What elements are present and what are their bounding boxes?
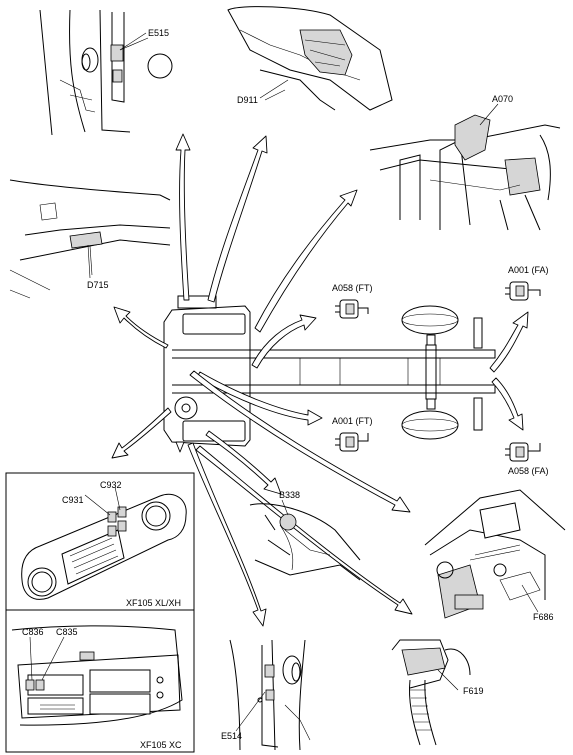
label-xf105-xlxh: XF105 XL/XH xyxy=(126,598,181,608)
label-d715: D715 xyxy=(87,280,109,290)
label-a001-ft: A001 (FT) xyxy=(332,416,373,426)
detail-xf105-xlxh-panel xyxy=(5,472,195,611)
sensor-a001-fa xyxy=(505,281,541,301)
detail-f686-view xyxy=(424,489,566,619)
chassis-plan-view xyxy=(163,295,496,447)
detail-e515-view xyxy=(39,9,173,136)
sensor-a058-ft xyxy=(335,299,369,319)
detail-f619-view xyxy=(391,639,471,746)
label-a070: A070 xyxy=(492,94,513,104)
leader-lines xyxy=(29,32,539,732)
label-e514: E514 xyxy=(221,731,242,741)
label-e515: E515 xyxy=(148,28,169,38)
label-b338: B338 xyxy=(279,490,300,500)
label-xf105-xc: XF105 XC xyxy=(140,740,182,750)
label-a058-ft: A058 (FT) xyxy=(332,283,373,293)
label-a058-fa: A058 (FA) xyxy=(508,466,549,476)
label-a001-fa: A001 (FA) xyxy=(508,265,549,275)
label-c835: C835 xyxy=(56,627,78,637)
label-c836: C836 xyxy=(22,627,44,637)
detail-a070-view xyxy=(369,114,561,231)
detail-xf105-xc-panel xyxy=(5,609,195,753)
detail-e514-view xyxy=(229,639,311,751)
label-f619: F619 xyxy=(463,686,484,696)
label-c931: C931 xyxy=(62,495,84,505)
sensor-a001-ft xyxy=(335,432,369,452)
detail-b338-view xyxy=(249,503,361,581)
labels: E515 D911 A070 D715 A058 (FT) A001 (FA) … xyxy=(22,28,554,750)
label-c932: C932 xyxy=(100,480,122,490)
detail-d715-view xyxy=(9,179,171,299)
detail-d911-view xyxy=(227,6,393,111)
pointer-arrows xyxy=(111,133,529,627)
label-f686: F686 xyxy=(533,612,554,622)
label-d911: D911 xyxy=(237,95,258,105)
sensor-a058-fa xyxy=(505,442,541,462)
